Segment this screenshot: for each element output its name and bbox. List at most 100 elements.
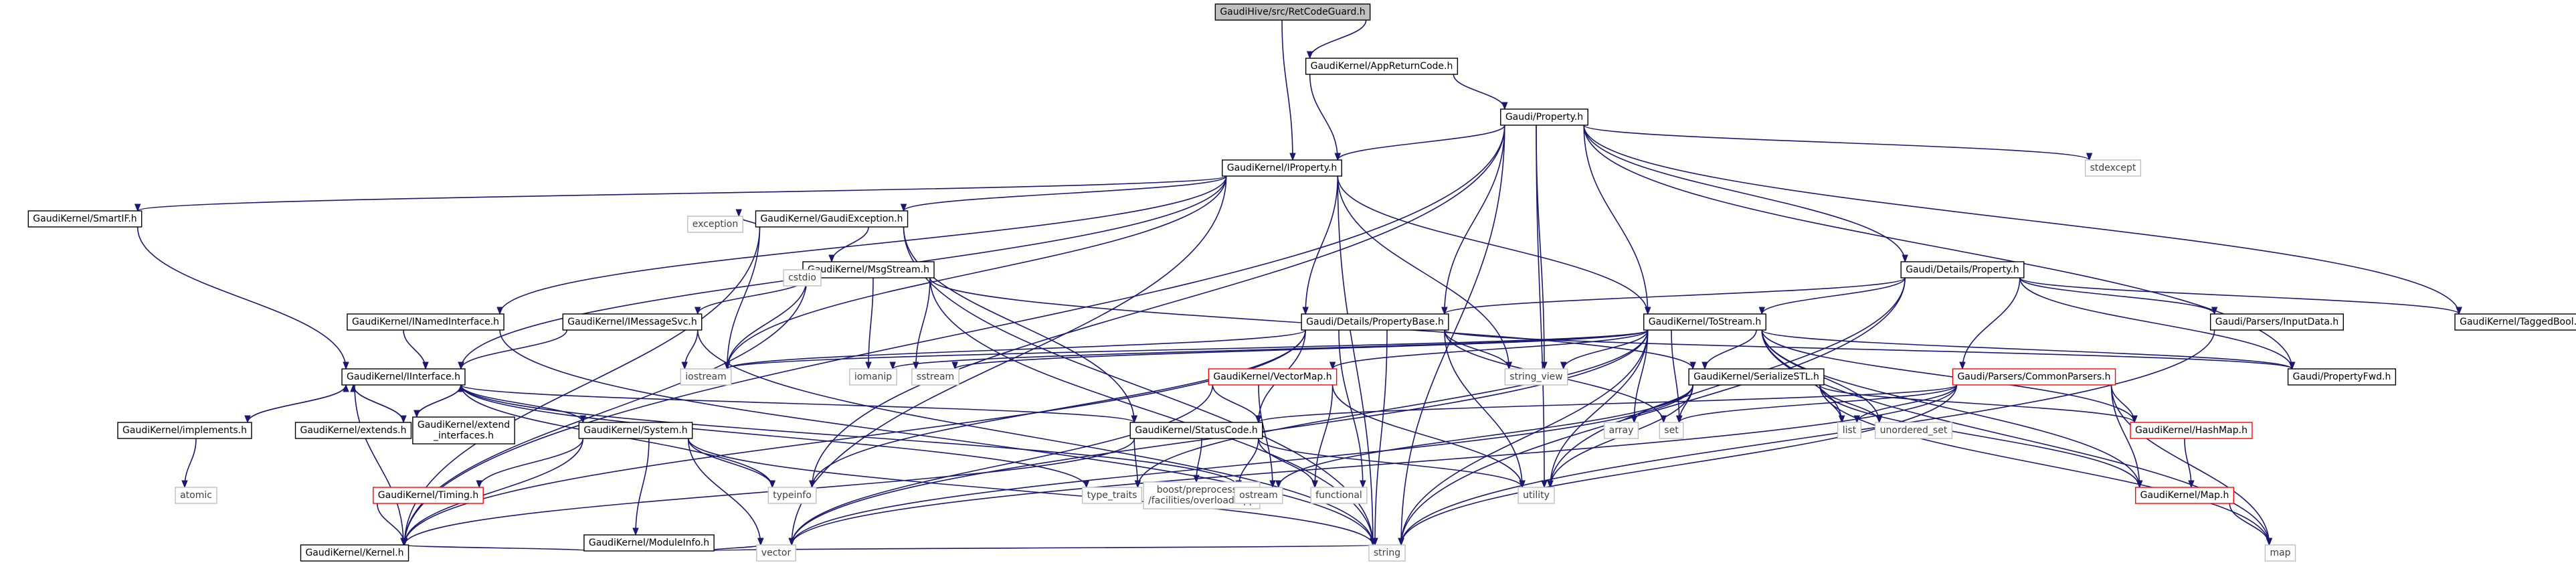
graph-edge [403, 329, 426, 370]
graph-node-prop[interactable]: Gaudi/Property.h [1500, 108, 1588, 126]
graph-node-inputdata[interactable]: Gaudi/Parsers/InputData.h [2209, 313, 2344, 331]
graph-edge [247, 384, 347, 423]
graph-edge [791, 384, 1214, 546]
graph-node-label: iomanip [854, 372, 892, 382]
graph-edge [903, 175, 1227, 212]
graph-node-boostpp: boost/preprocessor/facilities/overload.h… [1143, 481, 1261, 509]
graph-edge [403, 125, 1505, 546]
graph-edge [1536, 125, 1545, 488]
graph-edge [1583, 125, 2293, 370]
graph-node-box [755, 210, 909, 228]
graph-edge-arrowhead [1334, 153, 1341, 161]
graph-node-box [1517, 487, 1555, 504]
graph-node-label: GaudiKernel/extend [418, 420, 510, 430]
graph-node-box [562, 313, 703, 331]
graph-edge [687, 438, 773, 488]
graph-node-box [300, 544, 409, 562]
graph-edge [1444, 277, 1906, 315]
graph-edge-arrowhead [1134, 480, 1141, 489]
graph-edge [915, 277, 931, 370]
graph-node-box [583, 534, 715, 552]
graph-edge [460, 384, 1239, 488]
graph-node-taggedbool[interactable]: GaudiKernel/TaggedBool.h [2454, 313, 2576, 331]
graph-node-typeinfo: typeinfo [767, 487, 817, 504]
graph-edge-arrowhead [1398, 538, 1404, 546]
graph-edge-arrowhead [1360, 480, 1366, 489]
graph-node-label: GaudiKernel/IInterface.h [347, 372, 460, 382]
graph-node-box [783, 269, 822, 287]
graph-edge [1856, 384, 1958, 423]
graph-edge-arrowhead [1645, 307, 1651, 315]
graph-node-root[interactable]: GaudiHive/src/RetCodeGuard.h [1214, 3, 1371, 21]
graph-node-implements[interactable]: GaudiKernel/implements.h [117, 422, 252, 439]
graph-node-label: GaudiKernel/System.h [583, 425, 687, 436]
graph-node-label: Gaudi/Details/Property.h [1906, 264, 2019, 275]
graph-node-box [1208, 368, 1338, 386]
graph-node-serialize[interactable]: GaudiKernel/SerializeSTL.h [1688, 368, 1825, 386]
graph-edge-arrowhead [1838, 415, 1845, 424]
graph-node-detprop[interactable]: Gaudi/Details/Property.h [1900, 261, 2025, 278]
graph-node-propfwd[interactable]: Gaudi/PropertyFwd.h [2287, 368, 2397, 386]
graph-edge [1331, 329, 1649, 370]
graph-node-inamed[interactable]: GaudiKernel/INamedInterface.h [347, 313, 504, 331]
graph-node-statuscode[interactable]: GaudiKernel/StatusCode.h [1129, 422, 1263, 439]
graph-edge [811, 329, 1306, 488]
graph-node-apprc[interactable]: GaudiKernel/AppReturnCode.h [1305, 58, 1459, 75]
graph-node-label: Gaudi/Property.h [1505, 112, 1583, 123]
graph-edge [403, 544, 589, 552]
graph-node-label: boost/preprocessor [1157, 485, 1247, 495]
graph-node-label: Gaudi/Parsers/InputData.h [2215, 317, 2339, 327]
graph-edge-arrowhead [788, 538, 795, 546]
graph-edge [354, 384, 404, 546]
graph-node-label: Gaudi/PropertyFwd.h [2293, 372, 2391, 382]
graph-edge [499, 329, 1374, 546]
graph-node-hashmap[interactable]: GaudiKernel/HashMap.h [2130, 422, 2253, 439]
graph-node-extendif[interactable]: GaudiKernel/extend_interfaces.h [412, 416, 515, 445]
graph-node-gexc[interactable]: GaudiKernel/GaudiException.h [755, 210, 909, 228]
graph-edge [1281, 19, 1293, 161]
graph-edge [1819, 384, 2135, 423]
graph-edge-arrowhead [1311, 480, 1318, 489]
graph-node-kernel[interactable]: GaudiKernel/Kernel.h [300, 544, 409, 562]
graph-node-box [680, 368, 732, 386]
graph-node-extends[interactable]: GaudiKernel/extends.h [294, 422, 412, 439]
graph-node-iinterface[interactable]: GaudiKernel/IInterface.h [341, 368, 466, 386]
graph-node-box [1643, 313, 1766, 331]
graph-edge [1704, 329, 1757, 370]
graph-node-vectormap[interactable]: GaudiKernel/VectorMap.h [1208, 368, 1338, 386]
graph-edge-arrowhead [2266, 538, 2273, 546]
graph-edge [2019, 277, 2293, 370]
graph-node-box [1081, 487, 1143, 504]
graph-edge [1583, 125, 1649, 315]
graph-node-moduleinfo[interactable]: GaudiKernel/ModuleInfo.h [583, 534, 715, 552]
graph-node-commonparsers[interactable]: Gaudi/Parsers/CommonParsers.h [1952, 368, 2116, 386]
graph-node-timing[interactable]: GaudiKernel/Timing.h [373, 487, 484, 504]
graph-edge-arrowhead [2131, 415, 2138, 424]
graph-edge-arrowhead [2288, 361, 2296, 370]
graph-node-box [2264, 544, 2296, 562]
graph-edge [1338, 329, 1364, 488]
graph-node-box [578, 422, 693, 439]
graph-edge-arrowhead [865, 361, 872, 370]
graph-edge-arrowhead [181, 480, 188, 489]
graph-node-box [2084, 159, 2142, 177]
graph-node-label: GaudiKernel/SerializeSTL.h [1693, 372, 1819, 382]
graph-node-tostream[interactable]: GaudiKernel/ToStream.h [1643, 313, 1766, 331]
graph-node-system[interactable]: GaudiKernel/System.h [578, 422, 693, 439]
graph-node-label: ostream [1239, 490, 1278, 501]
graph-edge [1337, 175, 1374, 546]
graph-node-msgstream[interactable]: GaudiKernel/MsgStream.h [802, 261, 935, 278]
graph-edge [1278, 384, 1693, 488]
graph-edge-arrowhead [1758, 307, 1765, 315]
graph-edge-arrowhead [1131, 415, 1137, 424]
graph-node-smartif[interactable]: GaudiKernel/SmartIF.h [27, 210, 143, 228]
graph-node-imsgsvc[interactable]: GaudiKernel/IMessageSvc.h [562, 313, 703, 331]
graph-edge-arrowhead [1902, 254, 1908, 263]
graph-edge [1305, 175, 1339, 315]
graph-node-iprop[interactable]: GaudiKernel/IProperty.h [1222, 159, 1342, 177]
graph-edge [2019, 277, 2215, 315]
graph-edge-arrowhead [769, 480, 775, 489]
graph-edge [1257, 438, 1523, 488]
graph-node-map-h[interactable]: GaudiKernel/Map.h [2134, 487, 2235, 504]
graph-node-propbase[interactable]: Gaudi/Details/PropertyBase.h [1301, 313, 1449, 331]
